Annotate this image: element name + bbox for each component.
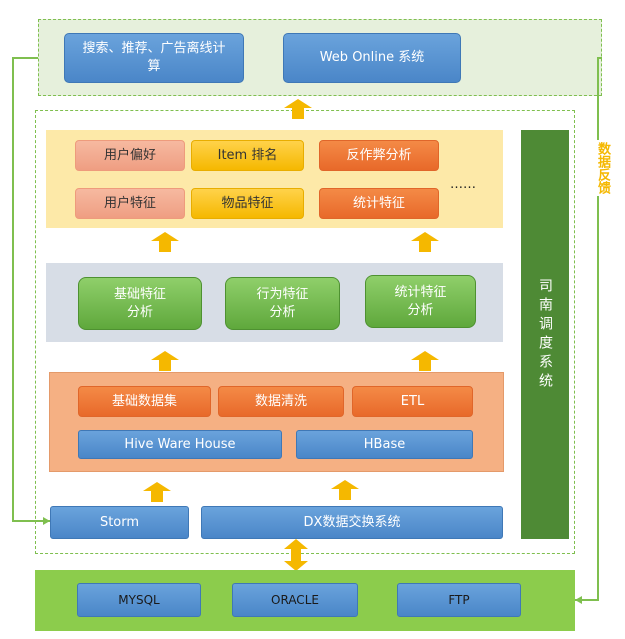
platform-panel [35, 110, 575, 554]
data-cleaning-box: 数据清洗 [218, 386, 344, 417]
data-feedback-label: 数据反馈 [591, 140, 614, 196]
anti-fraud-box: 反作弊分析 [319, 140, 439, 171]
up-arrow-dx [331, 480, 359, 500]
scheduler-box: 司南调度系统 [521, 130, 569, 539]
up-arrow-data-left [151, 351, 179, 371]
storm-box: Storm [50, 506, 189, 539]
up-arrow-storm [143, 482, 171, 502]
up-arrow-feature-right [411, 232, 439, 252]
ftp-box: FTP [397, 583, 521, 617]
basic-feature-analysis-box: 基础特征分析 [78, 277, 202, 330]
up-arrow-top [284, 99, 312, 119]
item-ranking-box: Item 排名 [191, 140, 304, 171]
scheduler-label: 司南调度系统 [537, 277, 553, 392]
oracle-box: ORACLE [232, 583, 358, 617]
search-recommend-ad-box: 搜索、推荐、广告离线计算 [64, 33, 244, 83]
ellipsis-text: …… [450, 177, 476, 192]
up-arrow-feature-left [151, 232, 179, 252]
user-features-box: 用户特征 [75, 188, 185, 219]
web-online-box: Web Online 系统 [283, 33, 461, 83]
mysql-box: MYSQL [77, 583, 201, 617]
bidirectional-arrow [284, 539, 308, 571]
dx-exchange-box: DX数据交换系统 [201, 506, 503, 539]
behavior-feature-analysis-box: 行为特征分析 [225, 277, 340, 330]
basic-dataset-box: 基础数据集 [78, 386, 211, 417]
hbase-box: HBase [296, 430, 473, 459]
hive-warehouse-box: Hive Ware House [78, 430, 282, 459]
statistical-feature-analysis-box: 统计特征分析 [365, 275, 476, 328]
user-preference-box: 用户偏好 [75, 140, 185, 171]
etl-box: ETL [352, 386, 473, 417]
item-features-box: 物品特征 [191, 188, 304, 219]
up-arrow-data-right [411, 351, 439, 371]
statistical-features-box: 统计特征 [319, 188, 439, 219]
